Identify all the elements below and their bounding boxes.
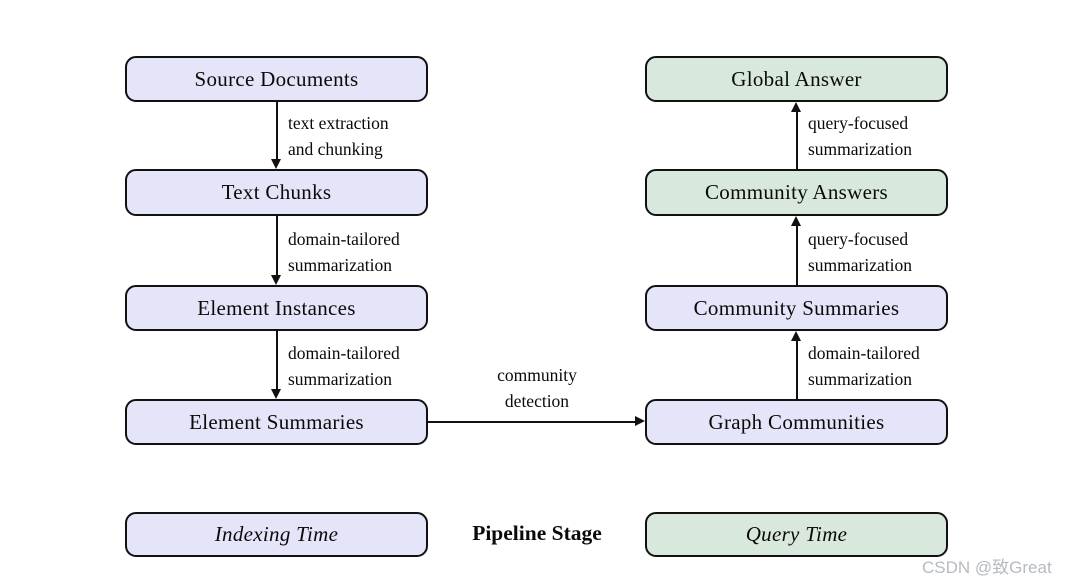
node-community-answers: Community Answers — [645, 169, 948, 216]
edge-label-text-extraction: text extraction and chunking — [288, 110, 389, 162]
arrow-shaft — [276, 331, 278, 393]
edge-label-query-focused-2: query-focused summarization — [808, 226, 912, 278]
edge-label-domain-tailored-3: domain-tailored summarization — [808, 340, 920, 392]
arrow-shaft — [796, 337, 798, 399]
edge-label-line: query-focused — [808, 229, 909, 249]
arrowhead-up-icon — [791, 216, 802, 226]
node-source-documents: Source Documents — [125, 56, 428, 102]
arrow-summaries-to-answers — [790, 216, 804, 285]
arrowhead-down-icon — [271, 389, 282, 399]
arrow-summaries-to-communities — [428, 415, 645, 429]
node-element-instances-label: Element Instances — [197, 295, 356, 320]
arrow-shaft — [276, 216, 278, 279]
csdn-watermark: CSDN @致Great — [922, 558, 1052, 577]
node-graph-communities-label: Graph Communities — [708, 409, 885, 434]
node-community-summaries-label: Community Summaries — [693, 295, 900, 320]
arrow-instances-to-summaries — [270, 331, 284, 399]
legend-pipeline-stage: Pipeline Stage — [472, 521, 602, 545]
node-graph-communities: Graph Communities — [645, 399, 948, 445]
arrow-shaft — [796, 222, 798, 285]
edge-label-line: detection — [504, 391, 570, 411]
edge-label-line: domain-tailored — [288, 343, 400, 363]
arrow-shaft — [276, 102, 278, 163]
node-global-answer-label: Global Answer — [731, 66, 862, 91]
edge-label-line: summarization — [808, 369, 913, 389]
edge-label-domain-tailored-2: domain-tailored summarization — [288, 340, 400, 392]
arrowhead-up-icon — [791, 331, 802, 341]
node-text-chunks: Text Chunks — [125, 169, 428, 216]
legend-query-time-label: Query Time — [745, 522, 848, 546]
node-community-answers-label: Community Answers — [704, 180, 889, 204]
edge-label-line: text extraction — [288, 113, 389, 133]
edge-label-line: summarization — [288, 369, 393, 389]
edge-label-domain-tailored-1: domain-tailored summarization — [288, 226, 400, 278]
arrow-answers-to-global — [790, 102, 804, 169]
edge-label-line: summarization — [808, 139, 913, 159]
arrowhead-down-icon — [271, 159, 282, 169]
arrowhead-down-icon — [271, 275, 282, 285]
edge-label-line: domain-tailored — [808, 343, 920, 363]
edge-label-line: query-focused — [808, 113, 909, 133]
node-element-summaries: Element Summaries — [125, 399, 428, 445]
arrowhead-up-icon — [791, 102, 802, 112]
edge-label-line: summarization — [808, 255, 913, 275]
legend-indexing-time-label: Indexing Time — [214, 522, 339, 546]
edge-label-query-focused-1: query-focused summarization — [808, 110, 912, 162]
arrow-source-to-chunks — [270, 102, 284, 169]
arrow-shaft — [428, 421, 639, 423]
arrowhead-right-icon — [635, 416, 645, 427]
edge-label-line: domain-tailored — [288, 229, 400, 249]
node-source-documents-label: Source Documents — [194, 66, 359, 91]
edge-label-line: community — [497, 365, 577, 385]
node-global-answer: Global Answer — [645, 56, 948, 102]
node-element-instances: Element Instances — [125, 285, 428, 331]
node-text-chunks-label: Text Chunks — [221, 180, 332, 204]
edge-label-line: and chunking — [288, 139, 383, 159]
legend-query-time: Query Time — [645, 512, 948, 557]
node-community-summaries: Community Summaries — [645, 285, 948, 331]
node-element-summaries-label: Element Summaries — [189, 409, 364, 434]
arrow-communities-to-summaries — [790, 331, 804, 399]
legend-indexing-time: Indexing Time — [125, 512, 428, 557]
arrow-shaft — [796, 108, 798, 169]
edge-label-line: summarization — [288, 255, 393, 275]
edge-label-community-detection: community detection — [447, 362, 627, 414]
arrow-chunks-to-instances — [270, 216, 284, 285]
